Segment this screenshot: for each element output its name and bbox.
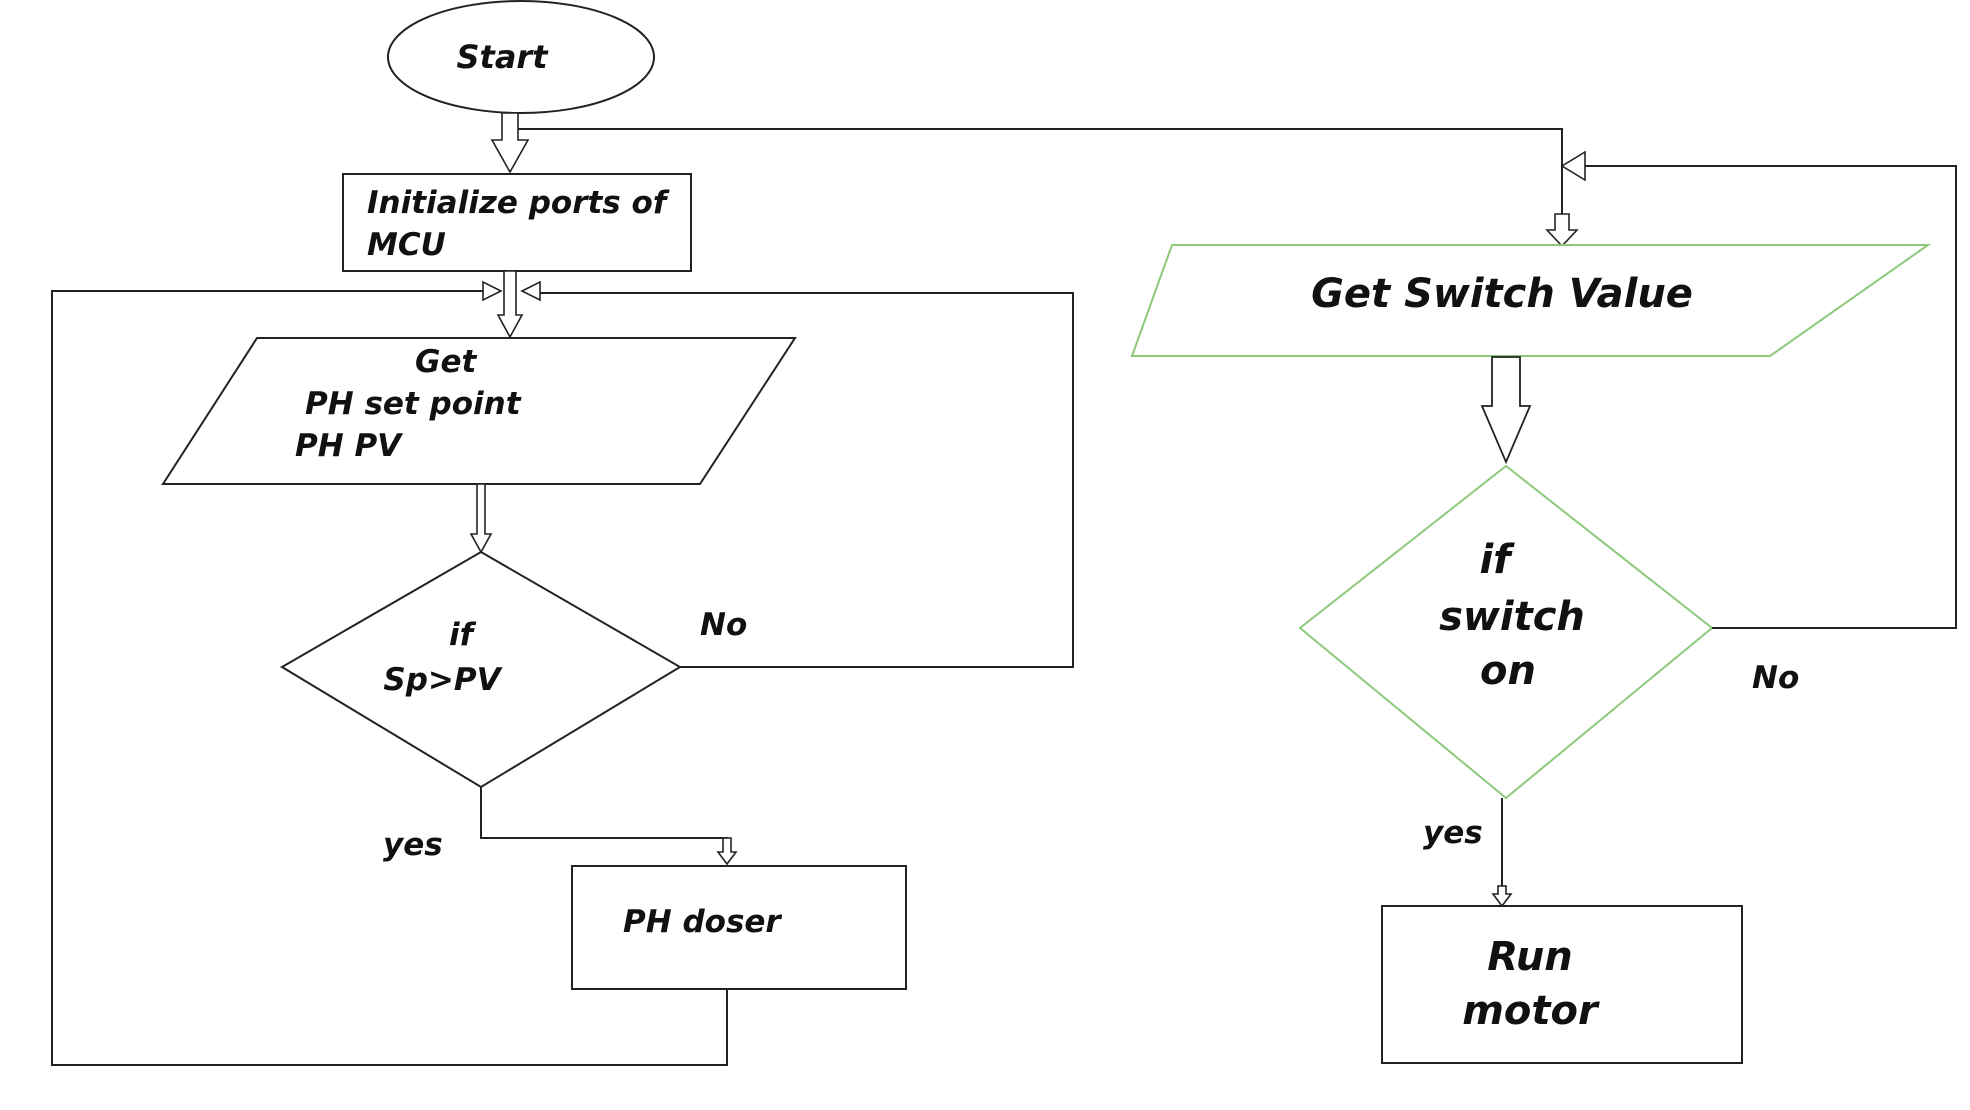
decision-switch-label-line1: if bbox=[1479, 537, 1515, 583]
get-ph-label-line2: PH set point bbox=[305, 386, 522, 422]
arrow-to-get-switch bbox=[1545, 213, 1579, 248]
start-terminator bbox=[387, 0, 655, 114]
arrow-yes-to-doser bbox=[716, 837, 738, 866]
decision-switch-on bbox=[1298, 464, 1714, 800]
right-no-label: No bbox=[1752, 660, 1799, 696]
arrow-loop-left bbox=[482, 280, 503, 302]
get-switch-label: Get Switch Value bbox=[1311, 271, 1693, 317]
arrow-switch-to-decision bbox=[1480, 356, 1532, 465]
get-switch-input bbox=[1130, 244, 1932, 357]
arrow-init-to-getph bbox=[496, 270, 524, 339]
decision-switch-label-line2: switch bbox=[1439, 594, 1585, 640]
arrow-switch-no-loop bbox=[1560, 150, 1586, 182]
decision-switch-label-line3: on bbox=[1480, 648, 1536, 694]
arrow-loop-right bbox=[520, 280, 541, 302]
run-motor-label-line2: motor bbox=[1462, 988, 1600, 1034]
start-label: Start bbox=[456, 38, 549, 76]
run-motor-box bbox=[1381, 905, 1743, 1064]
decision-sp-label-line1: if bbox=[449, 617, 477, 653]
get-ph-label-line1: Get bbox=[415, 344, 477, 380]
connector-no-loop-back bbox=[540, 292, 1074, 668]
connector-start-to-switch bbox=[518, 128, 1563, 214]
decision-sp-label-line2: Sp>PV bbox=[383, 662, 503, 698]
get-ph-input bbox=[161, 337, 797, 485]
init-ports-label-line1: Initialize ports of bbox=[367, 185, 670, 221]
arrow-getph-to-decision bbox=[469, 483, 493, 554]
connector-doser-loop-back bbox=[51, 290, 728, 1066]
get-ph-label-line3: PH PV bbox=[295, 428, 404, 464]
connector-switch-no-loop bbox=[1579, 165, 1957, 629]
arrow-switch-yes bbox=[1491, 885, 1513, 908]
connector-yes-to-doser bbox=[480, 787, 728, 846]
arrow-start-to-init bbox=[490, 112, 530, 174]
init-ports-label-line2: MCU bbox=[367, 227, 446, 263]
run-motor-label-line1: Run bbox=[1487, 934, 1573, 980]
init-ports-box bbox=[342, 173, 692, 272]
ph-doser-box bbox=[571, 865, 907, 990]
right-yes-label: yes bbox=[1423, 815, 1483, 851]
ph-doser-label: PH doser bbox=[623, 904, 782, 940]
left-yes-label: yes bbox=[383, 827, 443, 863]
left-no-label: No bbox=[700, 607, 747, 643]
